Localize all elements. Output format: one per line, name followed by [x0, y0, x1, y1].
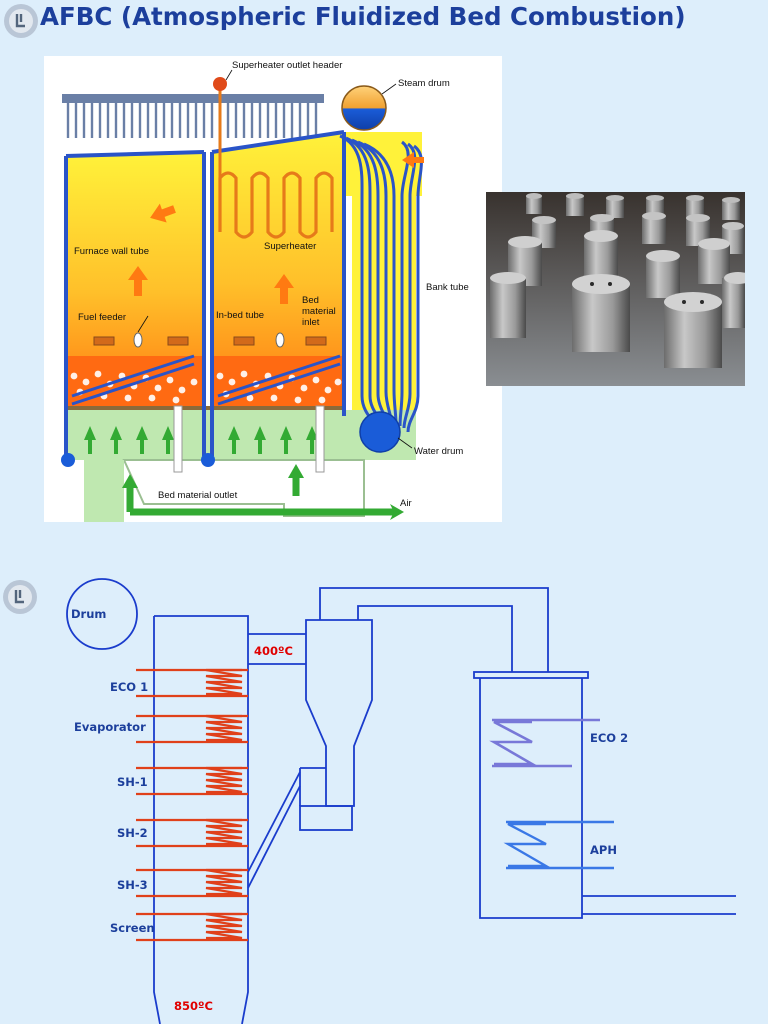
slide-bullet-icon — [3, 580, 37, 614]
eco1-coil — [136, 668, 248, 698]
label-bank-tube: Bank tube — [426, 282, 469, 293]
loop-seal — [299, 805, 353, 831]
air-nozzle-grid-photo — [486, 192, 745, 386]
label-furnace-wall-tube: Furnace wall tube — [74, 246, 149, 257]
label-screen: Screen — [110, 921, 155, 935]
label-sh2: SH-2 — [117, 826, 148, 840]
combustor-column — [154, 615, 249, 1024]
afbc-boiler-illustration: Superheater outlet header Steam drum Fur… — [44, 56, 502, 522]
label-evaporator: Evaporator — [74, 720, 146, 734]
sh1-coil — [136, 766, 248, 796]
screen-coil — [136, 912, 248, 942]
label-temp-850: 850ºC — [174, 999, 213, 1013]
eco2-coil — [489, 718, 600, 768]
label-drum: Drum — [71, 607, 106, 621]
label-temp-400: 400ºC — [254, 644, 293, 658]
label-bed-material-inlet-line3: inlet — [302, 317, 320, 328]
back-pass-header — [473, 671, 589, 679]
label-water-drum: Water drum — [414, 446, 463, 457]
label-aph: APH — [590, 843, 617, 857]
label-sh1: SH-1 — [117, 775, 148, 789]
drum-circle — [66, 578, 138, 650]
slide-bullet-icon — [2, 2, 40, 44]
label-superheater: Superheater — [264, 241, 316, 252]
label-bed-material-inlet-line2: material — [302, 306, 336, 317]
label-in-bed-tube: In-bed tube — [216, 310, 264, 321]
label-fuel-feeder: Fuel feeder — [78, 312, 126, 323]
aph-coil — [503, 820, 614, 870]
label-bed-material-inlet-line1: Bed — [302, 295, 319, 306]
evaporator-coil — [136, 714, 248, 744]
afbc-flow-schematic: Drum ECO 1 Evaporator SH-1 SH-2 SH-3 Scr… — [3, 578, 736, 1024]
label-steam-drum: Steam drum — [398, 78, 450, 89]
page-title: AFBC (Atmospheric Fluidized Bed Combusti… — [40, 2, 686, 31]
label-eco2: ECO 2 — [590, 731, 628, 745]
label-eco1: ECO 1 — [110, 680, 148, 694]
label-sh3: SH-3 — [117, 878, 148, 892]
sh3-coil — [136, 868, 248, 898]
sh2-coil — [136, 818, 248, 848]
label-superheater-outlet-header: Superheater outlet header — [232, 60, 342, 71]
cyclone — [305, 619, 373, 807]
label-bed-material-outlet: Bed material outlet — [158, 490, 238, 501]
label-air: Air — [400, 498, 412, 509]
